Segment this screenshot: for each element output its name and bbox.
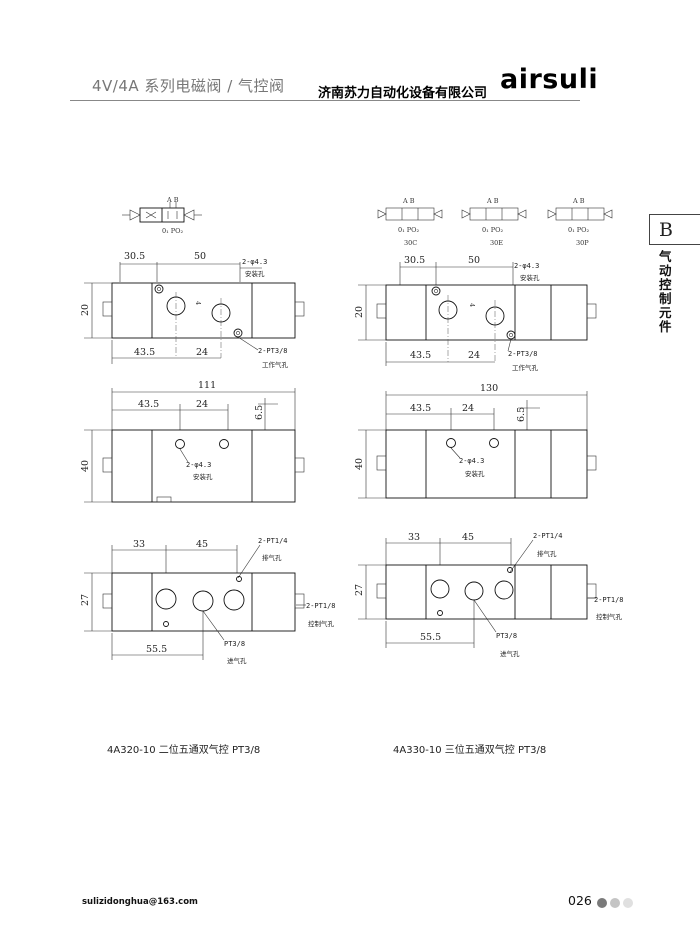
svg-text:0₁ PO₂: 0₁ PO₂ <box>398 226 420 234</box>
left-top-center-mark: 4 <box>194 301 202 305</box>
right-mid-hole-note: 2-φ4.3 <box>459 457 484 465</box>
page-dot-icon <box>610 898 620 908</box>
series-title: 4V/4A 系列电磁阀 / 气控阀 <box>92 77 285 95</box>
left-top-d1: 30.5 <box>124 251 145 262</box>
right-mid-width: 130 <box>480 383 498 394</box>
left-top-hole-label: 安装孔 <box>245 269 265 278</box>
left-bot-d3: 55.5 <box>146 644 167 655</box>
svg-text:30C: 30C <box>404 239 417 247</box>
right-top-work-note: 2-PT3/8 <box>508 350 538 358</box>
right-symbol-30c: A B 0₁ PO₂ 30C <box>377 197 443 247</box>
left-caption: 4A320-10 二位五通双气控 PT3/8 <box>107 745 261 756</box>
left-mid-view: 111 43.5 24 6.5 2-φ4.3 安装孔 40 <box>80 380 305 503</box>
left-top-hole-note: 2-φ4.3 <box>242 258 267 266</box>
right-mid-hole-label: 安装孔 <box>465 469 485 478</box>
svg-text:30E: 30E <box>490 239 503 247</box>
left-mid-h: 40 <box>80 460 91 472</box>
left-bot-pilot-note: 2-PT1/8 <box>306 602 336 610</box>
right-top-center-mark: 4 <box>468 303 476 307</box>
left-bot-inlet-note: PT3/8 <box>224 640 245 648</box>
right-symbol-30p: A B 0₁ PO₂ 30P <box>547 197 613 247</box>
left-valve-symbol: A B 0₁ PO₂ <box>122 196 202 235</box>
section-tab-label: 气动控制元件 <box>659 249 672 334</box>
left-bot-inlet-label: 进气孔 <box>227 656 247 665</box>
left-bot-exhaust-note: 2-PT1/4 <box>258 537 288 545</box>
left-bot-d2: 45 <box>196 539 208 550</box>
left-top-work-note: 2-PT3/8 <box>258 347 288 355</box>
right-bot-h: 27 <box>354 584 365 596</box>
right-mid-d3: 6.5 <box>516 407 527 422</box>
left-top-d3: 43.5 <box>134 347 155 358</box>
section-tab[interactable]: B <box>649 214 700 245</box>
right-top-work-label: 工作气孔 <box>512 363 539 372</box>
right-top-hole-label: 安装孔 <box>520 273 540 282</box>
right-mid-view: 130 43.5 24 6.5 2-φ4.3 安装孔 40 <box>354 383 597 499</box>
left-mid-d1: 43.5 <box>138 399 159 410</box>
right-caption: 4A330-10 三位五通双气控 PT3/8 <box>393 745 547 756</box>
right-top-d2: 50 <box>468 255 480 266</box>
svg-text:A B: A B <box>402 197 415 205</box>
right-mid-d1: 43.5 <box>410 403 431 414</box>
left-top-h: 20 <box>80 304 91 316</box>
left-bottom-view: 33 45 2-PT1/4 排气孔 2-PT1/8 控制气孔 27 55.5 P… <box>80 537 336 665</box>
right-bot-d2: 45 <box>462 532 474 543</box>
right-bottom-view: 33 45 2-PT1/4 排气孔 2-PT1/8 控制气孔 27 55.5 P… <box>354 532 624 658</box>
right-bot-inlet-label: 进气孔 <box>500 649 520 658</box>
right-top-hole-note: 2-φ4.3 <box>514 262 539 270</box>
right-bot-exhaust-note: 2-PT1/4 <box>533 532 563 540</box>
left-bot-exhaust-label: 排气孔 <box>262 553 282 562</box>
left-mid-hole-label: 安装孔 <box>193 472 213 481</box>
left-top-work-label: 工作气孔 <box>262 360 289 369</box>
left-top-d2: 50 <box>194 251 206 262</box>
right-top-d4: 24 <box>468 350 480 361</box>
right-bot-exhaust-label: 排气孔 <box>537 549 557 558</box>
svg-text:A B: A B <box>486 197 499 205</box>
left-bot-h: 27 <box>80 594 91 606</box>
left-top-view: 30.5 50 2-φ4.3 安装孔 4 20 43.5 24 2-PT3/8 … <box>80 251 305 369</box>
right-mid-d2: 24 <box>462 403 474 414</box>
right-bot-pilot-label: 控制气孔 <box>596 612 623 621</box>
right-top-h: 20 <box>354 306 365 318</box>
right-top-d3: 43.5 <box>410 350 431 361</box>
company-name: 济南苏力自动化设备有限公司 <box>318 86 488 101</box>
left-bot-d1: 33 <box>133 539 145 550</box>
header-rule <box>70 100 580 101</box>
left-top-d4: 24 <box>196 347 208 358</box>
page-dot-icon <box>623 898 633 908</box>
svg-text:0₁ PO₂: 0₁ PO₂ <box>482 226 504 234</box>
right-symbol-30e: A B 0₁ PO₂ 30E <box>461 197 527 247</box>
left-bot-pilot-label: 控制气孔 <box>308 619 335 628</box>
left-mid-d2: 24 <box>196 399 208 410</box>
footer-email[interactable]: sulizidonghua@163.com <box>82 897 198 907</box>
left-symbol-po: 0₁ PO₂ <box>162 227 184 235</box>
svg-text:A B: A B <box>572 197 585 205</box>
left-symbol-ab: A B <box>166 196 179 204</box>
left-mid-width: 111 <box>198 380 216 391</box>
left-mid-d3: 6.5 <box>254 405 265 420</box>
right-top-view: 30.5 50 2-φ4.3 安装孔 4 20 43.5 24 2-PT3/8 … <box>354 255 597 372</box>
right-top-d1: 30.5 <box>404 255 425 266</box>
right-mid-h: 40 <box>354 458 365 470</box>
brand-logo: airsuli <box>500 64 599 95</box>
svg-text:30P: 30P <box>576 239 589 247</box>
page-number: 026 <box>568 893 592 908</box>
svg-text:0₁ PO₂: 0₁ PO₂ <box>568 226 590 234</box>
right-bot-inlet-note: PT3/8 <box>496 632 517 640</box>
right-bot-pilot-note: 2-PT1/8 <box>594 596 624 604</box>
right-bot-d1: 33 <box>408 532 420 543</box>
page-dot-icon <box>597 898 607 908</box>
left-mid-hole-note: 2-φ4.3 <box>186 461 211 469</box>
right-valve-symbols: A B 0₁ PO₂ 30C A B 0₁ PO₂ 30E A B 0₁ PO₂… <box>377 197 613 247</box>
right-bot-d3: 55.5 <box>420 632 441 643</box>
